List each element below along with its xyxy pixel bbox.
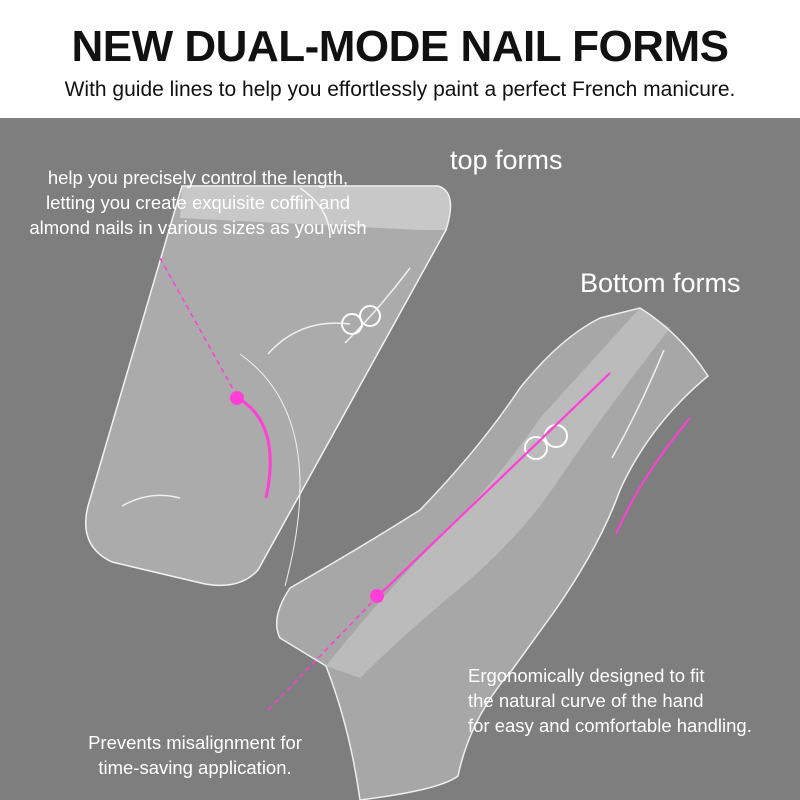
callout-line: time-saving application. — [98, 757, 292, 778]
callout-line: letting you create exquisite coffin and — [45, 192, 351, 213]
top-guide-curve — [237, 396, 272, 499]
top-form-illustration — [84, 185, 452, 587]
ergonomic-callout: Ergonomically designed to fit the natura… — [468, 663, 752, 738]
top-forms-label: top forms — [450, 145, 563, 175]
product-panel: top forms Bottom forms help you precisel… — [0, 118, 800, 800]
length-control-callout: help you precisely control the length, l… — [28, 165, 368, 240]
bottom-guide-dot — [370, 589, 384, 603]
callout-line: Ergonomically designed to fit — [468, 665, 705, 686]
callout-line: Prevents misalignment for — [88, 732, 302, 753]
bottom-form-illustration — [267, 307, 709, 800]
eight-icon — [341, 305, 381, 335]
callout-line: help you precisely control the length, — [47, 167, 349, 188]
bottom-forms-label: Bottom forms — [580, 268, 741, 298]
alignment-callout: Prevents misalignment for time-saving ap… — [64, 730, 326, 780]
callout-line: almond nails in various sizes as you wis… — [29, 217, 367, 238]
callout-line: the natural curve of the hand — [468, 690, 704, 711]
product-illustration — [84, 185, 709, 800]
page-title: NEW DUAL-MODE NAIL FORMS — [71, 22, 729, 71]
callout-line: for easy and comfortable handling. — [468, 715, 752, 736]
header: NEW DUAL-MODE NAIL FORMS With guide line… — [0, 0, 800, 118]
bottom-guide-line — [377, 372, 611, 597]
top-guide-dot — [230, 391, 244, 405]
page-subtitle: With guide lines to help you effortlessl… — [64, 78, 736, 101]
